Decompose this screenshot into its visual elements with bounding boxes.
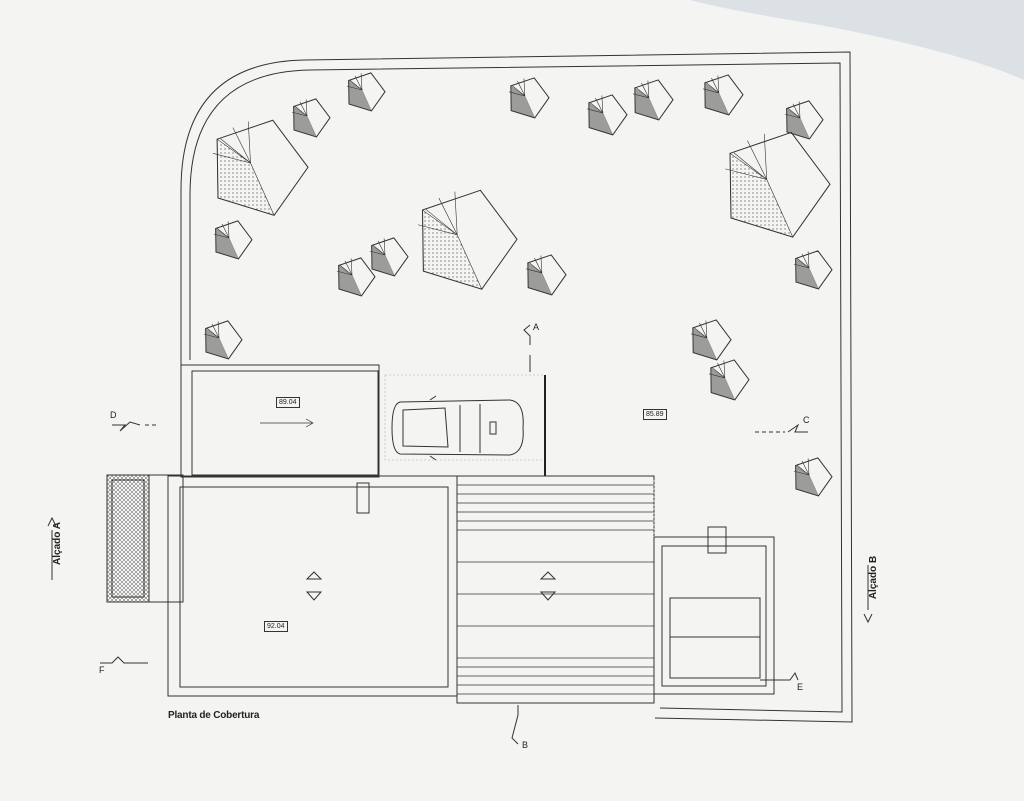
elevation-mark-b: Alçado B	[868, 555, 880, 600]
tree-symbol	[725, 131, 831, 238]
tree-symbol	[793, 250, 833, 290]
main-roof	[167, 475, 458, 697]
trees	[203, 72, 833, 497]
section-mark-f: F	[99, 665, 105, 675]
tree-symbol	[336, 257, 376, 297]
terrace-block	[180, 364, 380, 478]
section-mark-b: B	[522, 740, 529, 750]
tree-symbol	[417, 189, 518, 290]
section-mark-a: A	[533, 322, 540, 332]
section-mark-e: E	[797, 682, 804, 692]
level-tag-left: 89.04	[276, 397, 300, 408]
tree-symbol	[346, 72, 386, 112]
level-tag-main-roof: 92.04	[264, 621, 288, 632]
tree-symbol	[708, 359, 750, 401]
elevation-mark-a: Alçado A	[51, 522, 63, 565]
tree-symbol	[586, 94, 628, 136]
tree-symbol	[203, 320, 243, 360]
tree-symbol	[702, 74, 744, 116]
section-mark-c: C	[803, 415, 810, 425]
tree-symbol	[213, 220, 253, 260]
tree-symbol	[525, 254, 567, 296]
site-boundary	[180, 51, 853, 723]
tree-symbol	[690, 319, 732, 361]
tree-symbol	[784, 100, 824, 140]
tree-symbol	[369, 237, 409, 277]
tree-symbol	[508, 77, 550, 119]
section-mark-d: D	[110, 410, 117, 420]
tree-symbol	[291, 98, 331, 138]
porch	[106, 474, 184, 603]
level-tag-garden: 85.89	[643, 409, 667, 420]
section-lines	[47, 324, 873, 745]
tree-symbol	[632, 79, 674, 121]
tree-symbol	[793, 457, 833, 497]
car	[384, 374, 546, 476]
stairs	[456, 475, 655, 704]
scan-shadow	[690, 0, 1024, 80]
tree-symbol	[212, 119, 309, 216]
right-building	[653, 480, 775, 695]
drawing-caption: Planta de Cobertura	[168, 710, 260, 721]
